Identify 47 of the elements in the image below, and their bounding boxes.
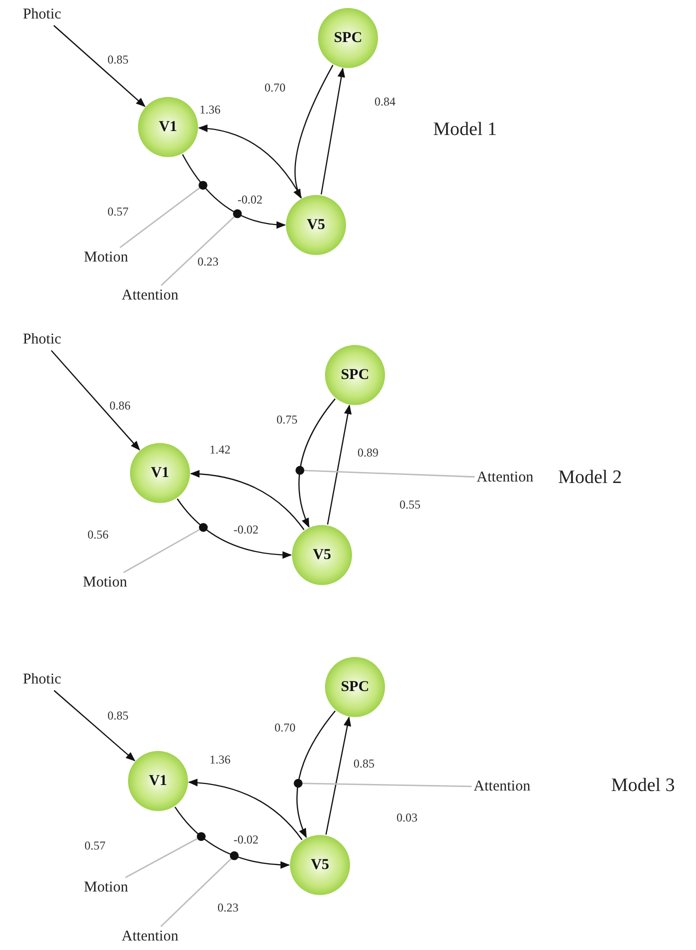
arrow <box>53 25 146 108</box>
arrow <box>198 124 302 198</box>
model-label: Model 3 <box>611 775 675 797</box>
region-name: V1 <box>148 772 168 790</box>
arrow <box>190 470 304 530</box>
arrow <box>176 498 292 559</box>
region-name: V5 <box>310 856 330 874</box>
region-node <box>138 97 198 157</box>
arrow <box>298 398 336 528</box>
modulation-line <box>160 209 242 286</box>
modulation-line <box>120 180 208 248</box>
region-name: V5 <box>312 546 332 564</box>
input-label: Motion <box>84 250 128 266</box>
input-label: Attention <box>122 928 178 946</box>
modulation-line <box>123 523 208 574</box>
input-label: Attention <box>476 470 534 486</box>
arrow <box>188 778 302 840</box>
region-node <box>130 443 190 503</box>
arrow <box>54 690 136 762</box>
arrow <box>325 716 352 835</box>
region-name: SPC <box>340 366 370 384</box>
model-label: Model 1 <box>433 119 497 141</box>
arrow <box>296 710 336 838</box>
region-name: SPC <box>334 30 362 46</box>
modulation-line <box>294 778 472 788</box>
input-label: Attention <box>474 778 530 796</box>
arrow <box>182 154 286 228</box>
region-name: V1 <box>150 464 170 482</box>
modulation-line <box>125 832 206 878</box>
arrow <box>294 64 334 199</box>
input-label: Motion <box>82 574 128 592</box>
input-label: Attention <box>122 288 178 304</box>
input-label: Photic <box>22 332 62 348</box>
arrow <box>320 68 346 195</box>
region-node <box>128 751 188 811</box>
region-name: V5 <box>306 216 326 234</box>
modulation-line <box>160 851 239 927</box>
region-name: SPC <box>340 678 370 696</box>
modulation-line <box>296 466 475 478</box>
input-label: Motion <box>84 880 128 896</box>
model-label: Model 2 <box>558 467 622 489</box>
input-label: Photic <box>22 672 62 688</box>
arrow <box>50 350 140 451</box>
input-label: Photic <box>22 6 62 24</box>
arrow <box>174 806 290 869</box>
arrow <box>327 404 352 525</box>
region-name: V1 <box>158 118 178 136</box>
